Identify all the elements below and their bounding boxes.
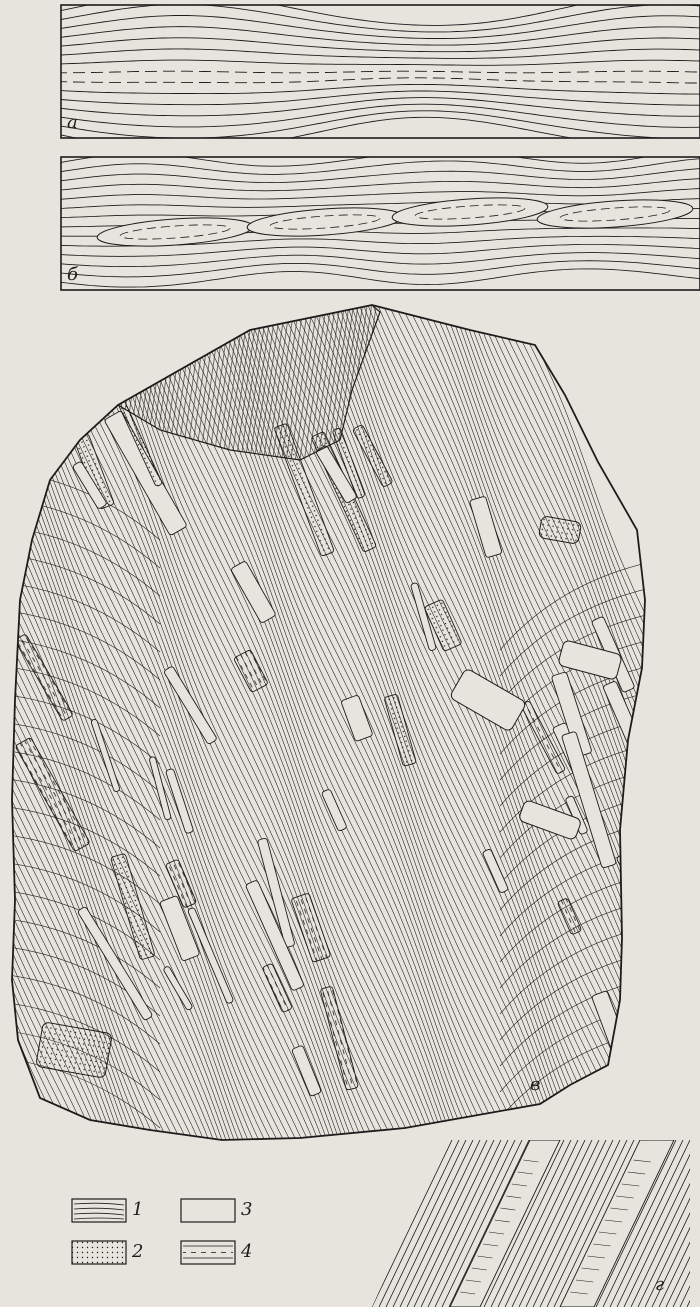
infill-band <box>450 1140 560 1307</box>
clast-block <box>482 849 509 894</box>
foliation-line <box>0 300 55 1146</box>
layer-line <box>55 104 700 127</box>
legend <box>72 1199 235 1264</box>
legend-swatch-4 <box>181 1241 235 1264</box>
clast-block <box>160 895 200 961</box>
layer-line <box>55 16 700 39</box>
layer-line <box>55 0 700 25</box>
foliation-line <box>0 300 2 1146</box>
legend-label-2: 2 <box>132 1243 143 1261</box>
legend-swatch-1 <box>72 1199 126 1222</box>
layer-line <box>55 179 700 191</box>
layer-line <box>55 117 700 149</box>
band-line <box>680 1140 700 1307</box>
foliation-line <box>0 498 160 568</box>
foliation-line <box>0 300 22 1146</box>
foliation-line <box>418 300 700 1146</box>
foliation-line <box>399 300 700 1146</box>
band-line <box>659 1140 700 1307</box>
boudin-lens <box>391 194 548 231</box>
foliation-line <box>0 470 160 540</box>
foliation-line <box>0 300 37 1146</box>
clast-block <box>557 898 582 935</box>
foliation-line <box>0 300 14 1146</box>
panel-g-layers <box>372 1140 700 1307</box>
clast-block <box>320 986 358 1090</box>
clast-block <box>15 634 73 722</box>
legend-label-3: 3 <box>241 1201 252 1219</box>
layer-line <box>55 71 700 73</box>
panel-v-fabric <box>0 300 700 1146</box>
layer-line <box>55 158 700 174</box>
legend-label-1: 1 <box>132 1201 143 1219</box>
panel-b <box>55 148 700 290</box>
foliation-line <box>0 300 10 1146</box>
layer-line <box>55 269 700 287</box>
legend-label-4: 4 <box>241 1243 252 1261</box>
clast-block <box>163 966 193 1011</box>
clast-block <box>603 681 666 802</box>
legend-swatch-3 <box>181 1199 235 1222</box>
clast-block <box>591 990 650 1112</box>
band-line <box>687 1140 700 1307</box>
legend-swatch-2 <box>72 1241 126 1264</box>
layer-line <box>55 189 700 200</box>
boudin-lens <box>246 204 403 241</box>
foliation-line <box>0 300 123 1146</box>
layer-line <box>55 60 700 65</box>
foliation-line <box>0 300 177 1146</box>
panel-a-label: а <box>67 114 78 132</box>
panel-a <box>55 0 700 150</box>
foliation-line <box>0 300 6 1146</box>
clast-block <box>149 756 171 820</box>
clast-block <box>15 737 90 852</box>
foliation-line <box>500 560 660 650</box>
clast-blocks <box>15 394 666 1113</box>
panel-v <box>0 300 700 1146</box>
boudin-lens <box>536 196 693 233</box>
foliation-line <box>485 300 700 1146</box>
panel-a-layers <box>55 0 700 150</box>
large-clast <box>36 1022 113 1078</box>
boudin-lens <box>96 214 253 251</box>
layer-line <box>55 253 700 267</box>
foliation-line <box>393 300 700 1146</box>
layer-line <box>55 78 700 83</box>
panel-b-layers <box>55 148 700 287</box>
band-line <box>673 1140 700 1307</box>
clast-block <box>469 496 502 558</box>
panel-g-label: г <box>655 1276 664 1294</box>
panel-v-label: в <box>530 1076 540 1094</box>
panel-b-label: б <box>67 266 78 284</box>
clast-block <box>233 649 268 692</box>
panel-g <box>372 1140 700 1307</box>
